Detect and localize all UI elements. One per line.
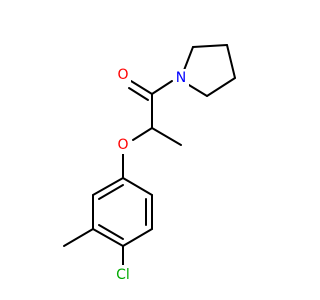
bond-aryl-6-1-inner (98, 184, 124, 200)
bond-alpha-methyl (151, 127, 182, 146)
bond-carbonyl-double-b (128, 87, 149, 101)
bond-aryl-3-4 (122, 228, 153, 247)
bond-alpha-oxygen (132, 127, 153, 141)
bond-carbonyl-n (151, 80, 173, 95)
molecule-structure: O N O Cl (63, 44, 236, 283)
label-bg-nitrogen (173, 69, 189, 87)
bond-aryl-6-1 (92, 177, 124, 196)
label-bg-chlorine (110, 265, 136, 283)
chlorine-label: Cl (116, 267, 130, 283)
nitrogen-label: N (176, 70, 186, 86)
ether-oxygen-label: O (117, 137, 128, 153)
bond-ring-c2-c3 (226, 44, 236, 79)
bond-aryl-methyl (63, 228, 94, 247)
bond-aryl-4-5-inner (98, 224, 124, 240)
bond-ring-c3-c4 (206, 77, 236, 97)
bond-aryl-4-5 (92, 228, 124, 247)
bond-carbonyl-double-a (130, 80, 153, 95)
bond-aryl-1-2 (122, 177, 153, 196)
label-bg-carbonyl-oxygen (115, 65, 131, 83)
bond-ring-c1-c2 (192, 44, 228, 48)
label-bg-ether-oxygen (115, 136, 131, 154)
carbonyl-oxygen-label: O (117, 67, 128, 83)
